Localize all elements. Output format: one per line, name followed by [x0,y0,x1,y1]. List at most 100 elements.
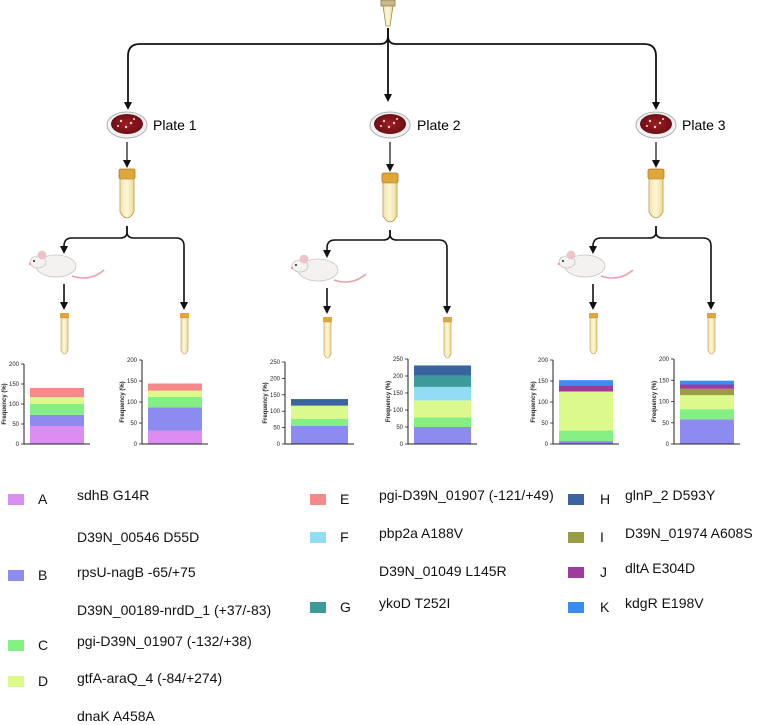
legend-mutation-label: ykoD T252I [379,595,450,611]
plate-1: Plate 1 [106,111,197,139]
legend-mutation-label: pbp2a A188V [379,525,464,541]
split-arrows-mouse [60,226,715,314]
bar-segment-a [30,426,84,444]
y-tick-label: 150 [538,379,549,385]
plate-1-label: Plate 1 [153,117,197,133]
y-axis-label: Frequency (%) [120,381,126,422]
y-tick-label: 150 [659,378,670,384]
y-tick-label: 0 [666,442,670,448]
plate-to-tube-arrows [123,142,660,172]
y-tick-label: 150 [127,379,138,385]
y-tick-label: 0 [277,442,281,448]
y-tick-label: 0 [134,442,138,448]
y-axis-label: Frequency (%) [2,383,8,424]
bar-segment-h [414,365,471,376]
y-tick-label: 200 [538,358,549,364]
y-tick-label: 50 [12,422,19,428]
y-tick-label: 200 [270,376,281,382]
legend-mutation-label: kdgR E198V [625,595,704,611]
legend-swatch [8,640,24,651]
y-tick-label: 50 [662,421,669,427]
culture-tube-2 [381,172,399,223]
legend-swatch [8,570,24,581]
legend-letter: I [600,529,604,545]
y-tick-label: 200 [393,374,404,380]
legend-letter: B [38,567,47,583]
legend-mutation-label: D39N_00189-nrdD_1 (+37/-83) [77,602,271,618]
legend-swatch [310,532,326,543]
y-tick-label: 0 [400,442,404,448]
mouse-icon-2 [290,254,367,283]
split-arrows-top [124,28,660,110]
plate-3-label: Plate 3 [682,117,726,133]
legend-mutation-label: pgi-D39N_01907 (-121/+49) [379,487,554,503]
sample-tube-6 [707,313,716,355]
y-tick-label: 50 [541,421,548,427]
bar-segment-c [291,418,348,426]
plate-3: Plate 3 [635,111,726,139]
legend-mutation-label: glnP_2 D593Y [625,487,716,503]
mouse-icon-3 [557,250,634,279]
y-axis-label: Frequency (%) [263,382,269,423]
legend-letter: H [600,491,610,507]
legend-letter: F [340,529,349,545]
culture-tube-1 [118,168,136,219]
legend-mutation-label: D39N_01049 L145R [379,563,507,579]
y-tick-label: 200 [127,358,138,364]
mouse-icon-1 [28,250,105,279]
y-tick-label: 100 [393,408,404,414]
bar-segment-b [414,427,471,444]
y-axis-label: Frequency (%) [652,381,658,422]
bar-segment-e [148,383,202,391]
bar-segment-f [414,386,471,401]
legend-letter: E [340,491,349,507]
legend-mutation-label: dltA E304D [625,560,695,576]
sample-tube-4 [443,317,452,359]
y-tick-label: 100 [270,409,281,415]
legend-swatch [310,494,326,505]
bar-segment-k [559,380,613,386]
bar-segment-c [414,417,471,427]
sample-tube-5 [589,313,598,355]
bar-segment-b [291,425,348,444]
legend-mutation-label: dnaK A458A [77,708,156,724]
plate-2-label: Plate 2 [417,117,461,133]
bar-segment-c [680,409,734,420]
bar-segment-d [559,391,613,431]
bar-segment-i [680,388,734,396]
legend-swatch [310,602,326,613]
bar-segment-b [559,441,613,444]
bar-segment-b [680,419,734,444]
legend-letter: A [38,491,48,507]
y-tick-label: 0 [545,442,549,448]
y-tick-label: 0 [16,442,20,448]
y-tick-label: 150 [393,391,404,397]
bar-segment-j [559,385,613,392]
bar-segment-c [30,404,84,415]
y-tick-label: 250 [270,360,281,366]
bar-segment-c [559,430,613,442]
y-axis-label: Frequency (%) [531,381,537,422]
bar-segment-c [148,396,202,408]
sample-tube-3 [323,317,332,359]
y-tick-label: 100 [538,400,549,406]
mouse-to-tube-arrows [60,284,597,314]
y-tick-label: 50 [273,426,280,432]
bar-segment-d [414,400,471,418]
legend-letter: K [600,599,610,615]
sample-tube-1 [60,313,69,355]
legend-mutation-label: sdhB G14R [77,487,149,503]
legend-swatch [8,676,24,687]
y-tick-label: 200 [659,357,670,363]
pipette-icon [380,0,396,27]
